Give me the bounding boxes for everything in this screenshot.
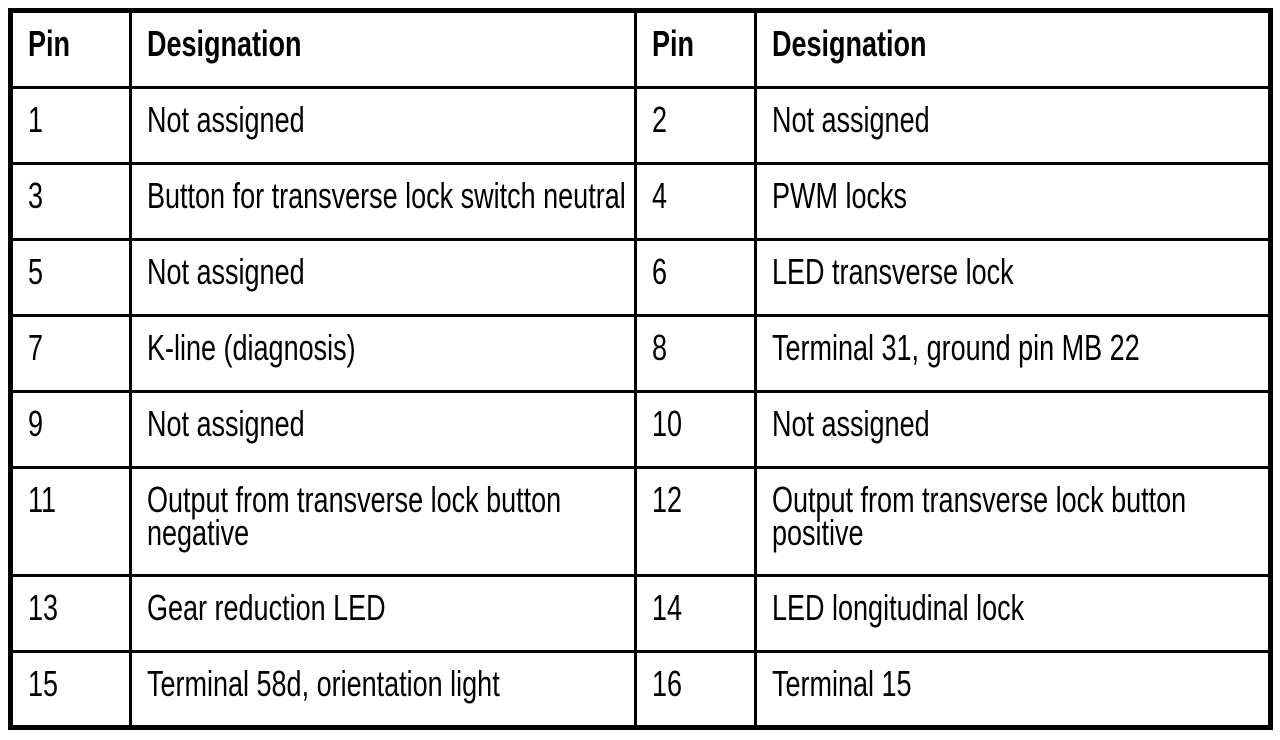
designation-cell: Not assigned [754, 390, 1272, 469]
designation-value: Gear reduction LED [147, 587, 386, 628]
pin-cell: 15 [9, 650, 132, 729]
designation-value: Not assigned [147, 403, 305, 444]
pin-cell: 4 [634, 162, 757, 241]
pin-value: 7 [28, 327, 44, 368]
designation-value: Button for transverse lock switch neutra… [147, 175, 626, 216]
pin-designation-table: Pin Designation Pin Designation 1 Not as… [8, 8, 1273, 730]
pin-value: 10 [652, 403, 683, 444]
designation-header-left-label: Designation [147, 23, 302, 64]
table-row-pin-1-2: 1 Not assigned 2 Not assigned [9, 86, 1272, 165]
designation-value: LED longitudinal lock [772, 587, 1025, 628]
designation-cell: K-line (diagnosis) [129, 314, 637, 393]
designation-value: Not assigned [147, 99, 305, 140]
pin-cell: 2 [634, 86, 757, 165]
pin-cell: 9 [9, 390, 132, 469]
pin-value: 3 [28, 175, 44, 216]
pin-value: 8 [652, 327, 668, 368]
pin-header-left-label: Pin [28, 23, 71, 64]
pin-cell: 10 [634, 390, 757, 469]
pin-cell: 14 [634, 574, 757, 653]
designation-header-right: Designation [754, 9, 1272, 89]
pin-value: 9 [28, 403, 44, 444]
table-row-pin-13-14: 13 Gear reduction LED 14 LED longitudina… [9, 574, 1272, 653]
designation-cell: Output from transverse lock button negat… [129, 466, 637, 577]
table-row-pin-7-8: 7 K-line (diagnosis) 8 Terminal 31, grou… [9, 314, 1272, 393]
pin-cell: 16 [634, 650, 757, 729]
pin-header-right: Pin [634, 9, 757, 89]
pin-cell: 3 [9, 162, 132, 241]
table-row-pin-3-4: 3 Button for transverse lock switch neut… [9, 162, 1272, 241]
designation-value: Not assigned [147, 251, 305, 292]
table-row-pin-9-10: 9 Not assigned 10 Not assigned [9, 390, 1272, 469]
designation-cell: Terminal 15 [754, 650, 1272, 729]
designation-cell: LED transverse lock [754, 238, 1272, 317]
designation-cell: Not assigned [129, 86, 637, 165]
designation-value: Output from transverse lock button negat… [147, 479, 562, 553]
designation-cell: Not assigned [754, 86, 1272, 165]
designation-value: Terminal 31, ground pin MB 22 [772, 327, 1140, 368]
designation-value: Terminal 58d, orientation light [147, 663, 500, 704]
table-row-pin-11-12: 11 Output from transverse lock button ne… [9, 466, 1272, 577]
designation-cell: Terminal 58d, orientation light [129, 650, 637, 729]
designation-value: K-line (diagnosis) [147, 327, 356, 368]
pin-cell: 1 [9, 86, 132, 165]
pin-value: 5 [28, 251, 44, 292]
designation-value: Not assigned [772, 403, 930, 444]
designation-cell: Gear reduction LED [129, 574, 637, 653]
designation-cell: Not assigned [129, 238, 637, 317]
table-row-pin-15-16: 15 Terminal 58d, orientation light 16 Te… [9, 650, 1272, 729]
pin-value: 12 [652, 479, 683, 520]
designation-header-left: Designation [129, 9, 637, 89]
designation-value: PWM locks [772, 175, 907, 216]
pin-value: 13 [28, 587, 59, 628]
pin-value: 15 [28, 663, 59, 704]
pin-cell: 5 [9, 238, 132, 317]
pin-cell: 11 [9, 466, 132, 577]
table-row-pin-5-6: 5 Not assigned 6 LED transverse lock [9, 238, 1272, 317]
pin-value: 6 [652, 251, 668, 292]
header-row: Pin Designation Pin Designation [9, 9, 1272, 89]
designation-cell: Button for transverse lock switch neutra… [129, 162, 637, 241]
pin-cell: 12 [634, 466, 757, 577]
designation-value: Not assigned [772, 99, 930, 140]
pin-value: 4 [652, 175, 668, 216]
designation-value: LED transverse lock [772, 251, 1014, 292]
pin-cell: 8 [634, 314, 757, 393]
designation-header-right-label: Designation [772, 23, 927, 64]
designation-cell: PWM locks [754, 162, 1272, 241]
designation-value: Output from transverse lock button posit… [772, 479, 1187, 553]
pin-value: 14 [652, 587, 683, 628]
pin-value: 16 [652, 663, 683, 704]
pin-cell: 13 [9, 574, 132, 653]
designation-value: Terminal 15 [772, 663, 912, 704]
designation-cell: LED longitudinal lock [754, 574, 1272, 653]
pin-value: 2 [652, 99, 668, 140]
pin-value: 11 [28, 479, 57, 520]
pin-cell: 6 [634, 238, 757, 317]
pin-cell: 7 [9, 314, 132, 393]
pin-header-left: Pin [9, 9, 132, 89]
designation-cell: Output from transverse lock button posit… [754, 466, 1272, 577]
designation-cell: Not assigned [129, 390, 637, 469]
designation-cell: Terminal 31, ground pin MB 22 [754, 314, 1272, 393]
pin-header-right-label: Pin [652, 23, 695, 64]
pin-value: 1 [28, 99, 44, 140]
